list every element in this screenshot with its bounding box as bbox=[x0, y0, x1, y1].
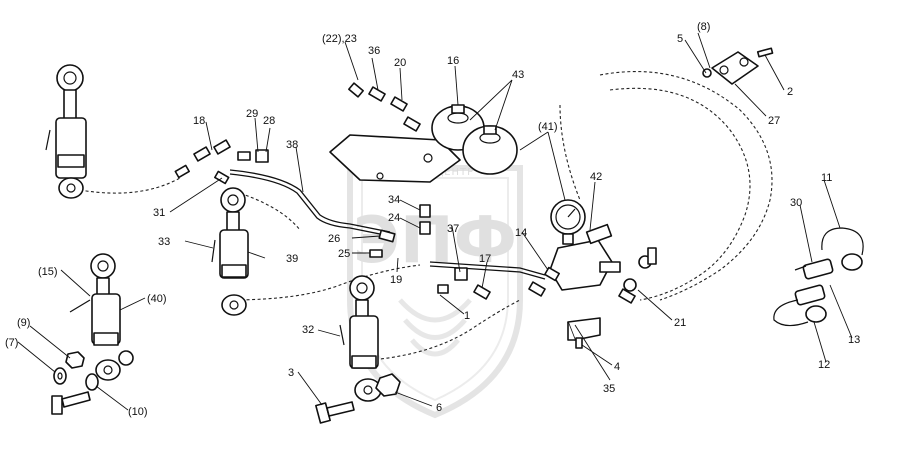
callout-5: 5 bbox=[677, 33, 683, 45]
callout-37: 37 bbox=[447, 223, 459, 235]
callout-19: 19 bbox=[390, 274, 402, 286]
quick-coupler-lower bbox=[794, 284, 826, 306]
callout-21: 21 bbox=[674, 317, 686, 329]
callout-15: (15) bbox=[38, 266, 58, 278]
callout-39: 39 bbox=[286, 253, 298, 265]
bracket-4 bbox=[567, 317, 601, 341]
callout-42: 42 bbox=[590, 171, 602, 183]
hydraulic-cylinder-bottom-center bbox=[339, 275, 382, 402]
callout-31: 31 bbox=[153, 207, 165, 219]
callout-28: 28 bbox=[263, 115, 275, 127]
callout-13: 13 bbox=[848, 334, 860, 346]
callout-43: 43 bbox=[512, 69, 524, 81]
callout-25: 25 bbox=[338, 248, 350, 260]
fastener-bolt-3 bbox=[315, 401, 355, 424]
watermark-logo: ТЕХНОЦЕНТР ЭПФ bbox=[347, 165, 523, 419]
callout-26: 26 bbox=[328, 233, 340, 245]
bolt-35 bbox=[575, 337, 583, 349]
callout-12: 12 bbox=[818, 359, 830, 371]
callout-14: 14 bbox=[515, 227, 527, 239]
hose-fittings bbox=[174, 82, 657, 304]
callout-1: 1 bbox=[464, 310, 470, 322]
callout-27: 27 bbox=[768, 115, 780, 127]
callout-38: 38 bbox=[286, 139, 298, 151]
rigid-pipe-38 bbox=[229, 169, 391, 237]
callout-16: 16 bbox=[447, 55, 459, 67]
callout-2: 2 bbox=[787, 86, 793, 98]
callout-4: 4 bbox=[614, 361, 620, 373]
dust-cap-12 bbox=[773, 299, 827, 327]
callout-3: 3 bbox=[288, 367, 294, 379]
callout-11: 11 bbox=[821, 172, 832, 184]
hydraulic-cylinder-40 bbox=[69, 253, 134, 381]
callout-36: 36 bbox=[368, 45, 380, 57]
quick-coupler-upper bbox=[794, 258, 834, 280]
callout-9: (9) bbox=[17, 317, 30, 329]
washer-7 bbox=[53, 367, 67, 385]
mounting-bracket-plate bbox=[329, 134, 461, 183]
hydraulic-hoses bbox=[79, 70, 773, 361]
hydraulic-cylinder-39 bbox=[211, 187, 249, 316]
callout-24: 24 bbox=[388, 212, 400, 224]
fastener-nut-9 bbox=[65, 351, 85, 369]
fastener-nut-6 bbox=[375, 373, 401, 397]
callout-leaders bbox=[17, 32, 853, 411]
callout-20: 20 bbox=[394, 57, 406, 69]
callout-18: 18 bbox=[193, 115, 205, 127]
callout-33: 33 bbox=[158, 236, 170, 248]
callout-41: (41) bbox=[538, 121, 558, 133]
callout-7: (7) bbox=[5, 337, 18, 349]
callout-34: 34 bbox=[388, 194, 400, 206]
callout-29: 29 bbox=[246, 108, 258, 120]
callout-labels: (22),23 36 20 16 43 (41) 42 (8) 5 2 27 1… bbox=[5, 21, 860, 418]
fastener-bolt-10 bbox=[51, 373, 99, 415]
callout-17: 17 bbox=[479, 253, 491, 265]
hydraulic-accumulator-43 bbox=[462, 125, 518, 175]
callout-30: 30 bbox=[790, 197, 802, 209]
callout-40: (40) bbox=[147, 293, 167, 305]
clamp-27 bbox=[702, 47, 774, 85]
dust-cap-11 bbox=[821, 227, 864, 271]
hydraulic-cylinder-top-left bbox=[45, 64, 87, 199]
callout-32: 32 bbox=[302, 324, 314, 336]
callout-22-23: (22),23 bbox=[322, 33, 357, 45]
callout-8: (8) bbox=[697, 21, 710, 33]
callout-10: (10) bbox=[128, 406, 148, 418]
callout-35: 35 bbox=[603, 383, 615, 395]
pressure-gauge-41 bbox=[550, 199, 586, 245]
callout-6: 6 bbox=[436, 402, 442, 414]
